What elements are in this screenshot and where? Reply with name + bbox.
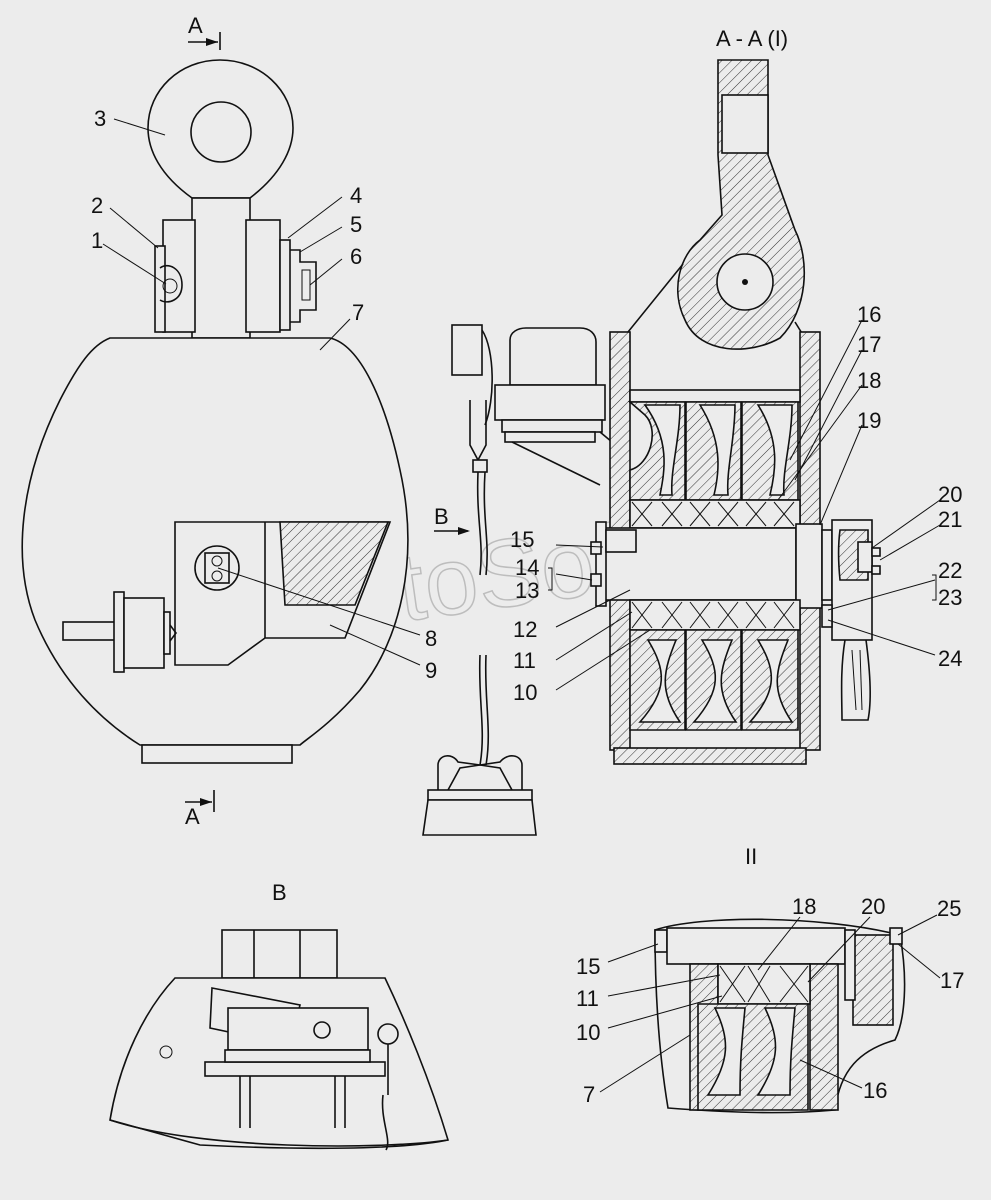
detail-ii: II 18 20 25 17 15 11 10 7 16 xyxy=(576,844,964,1114)
callout-19: 19 xyxy=(857,408,881,433)
callout-21: 21 xyxy=(938,507,962,532)
detail-callout-25: 25 xyxy=(937,896,961,921)
limit-switch-assembly: B xyxy=(422,324,613,836)
callout-5: 5 xyxy=(350,212,362,237)
section-arrow-bottom-label: A xyxy=(185,804,200,829)
callout-13: 13 xyxy=(515,578,539,603)
callout-3: 3 xyxy=(94,106,106,131)
callout-14: 14 xyxy=(515,555,539,580)
callout-20: 20 xyxy=(938,482,962,507)
callout-7: 7 xyxy=(352,300,364,325)
detail-callout-15: 15 xyxy=(576,954,600,979)
detail-callout-20: 17 xyxy=(940,968,964,993)
detail-callout-18: 20 xyxy=(861,894,885,919)
callout-2: 2 xyxy=(91,193,103,218)
callout-12: 12 xyxy=(513,617,537,642)
eye-shank xyxy=(191,197,251,339)
callout-4: 4 xyxy=(350,183,362,208)
callout-6: 6 xyxy=(350,244,362,269)
callout-10: 10 xyxy=(513,680,537,705)
section-a-a-title: A - A (I) xyxy=(716,26,788,51)
view-b: B xyxy=(109,880,450,1151)
view-b-arrow-label: B xyxy=(434,504,449,529)
callout-15: 15 xyxy=(510,527,534,552)
callout-23: 23 xyxy=(938,585,962,610)
callout-24: 24 xyxy=(938,646,962,671)
detail-callout-17: 18 xyxy=(792,894,816,919)
callout-9: 9 xyxy=(425,658,437,683)
detail-callout-7: 7 xyxy=(583,1082,595,1107)
callout-17: 17 xyxy=(857,332,881,357)
view-b-title: B xyxy=(272,880,287,905)
callout-16: 16 xyxy=(857,302,881,327)
detail-callout-10: 10 xyxy=(576,1020,600,1045)
section-a-a: A - A (I) xyxy=(510,26,962,765)
main-view: A A xyxy=(21,13,437,829)
detail-callout-11: 11 xyxy=(576,986,599,1011)
detail-callout-16: 16 xyxy=(863,1078,887,1103)
callout-22: 22 xyxy=(938,558,962,583)
callout-18: 18 xyxy=(857,368,881,393)
callout-8: 8 xyxy=(425,626,437,651)
section-arrow-top-label: A xyxy=(188,13,203,38)
callout-1: 1 xyxy=(91,228,103,253)
detail-ii-title: II xyxy=(745,844,757,869)
callout-11: 11 xyxy=(513,648,536,673)
